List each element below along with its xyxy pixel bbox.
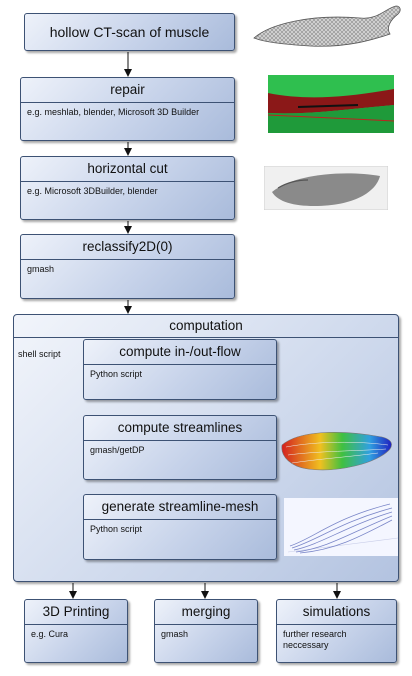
streamlines-heatmap-image xyxy=(281,432,392,471)
streamline-mesh-image xyxy=(284,498,398,556)
node-compute-flow: compute in-/out-flow Python script xyxy=(83,339,277,400)
node-cut-title: horizontal cut xyxy=(21,157,234,182)
node-ct-scan: hollow CT-scan of muscle xyxy=(24,13,235,51)
node-generate-mesh-title: generate streamline-mesh xyxy=(84,495,276,520)
node-3d-printing: 3D Printing e.g. Cura xyxy=(24,599,128,663)
repair-render-image xyxy=(268,75,394,133)
node-repair-tools: e.g. meshlab, blender, Microsoft 3D Buil… xyxy=(27,107,200,117)
node-ct-scan-title: hollow CT-scan of muscle xyxy=(49,24,210,40)
node-3d-printing-tool: e.g. Cura xyxy=(31,629,69,639)
node-compute-streamlines-tool: gmash/getDP xyxy=(90,445,145,455)
node-generate-mesh-tool: Python script xyxy=(90,524,143,534)
node-cut-tools: e.g. Microsoft 3DBuilder, blender xyxy=(27,186,158,196)
node-simulations: simulations further research neccessary xyxy=(276,599,397,663)
node-computation-tool: shell script xyxy=(18,349,61,359)
node-computation-title: computation xyxy=(14,315,398,338)
node-reclassify: reclassify2D(0) gmash xyxy=(20,234,235,299)
node-3d-printing-title: 3D Printing xyxy=(25,600,127,625)
node-merging-title: merging xyxy=(155,600,257,625)
node-merging: merging gmash xyxy=(154,599,258,663)
node-repair: repair e.g. meshlab, blender, Microsoft … xyxy=(20,77,235,141)
node-generate-mesh: generate streamline-mesh Python script xyxy=(83,494,277,560)
node-compute-streamlines: compute streamlines gmash/getDP xyxy=(83,415,277,480)
node-reclassify-title: reclassify2D(0) xyxy=(21,235,234,260)
node-reclassify-tools: gmash xyxy=(27,264,55,274)
node-merging-tool: gmash xyxy=(161,629,189,639)
node-simulations-note: further research neccessary xyxy=(283,629,347,650)
node-horizontal-cut: horizontal cut e.g. Microsoft 3DBuilder,… xyxy=(20,156,235,220)
muscle-mesh-image xyxy=(253,5,401,47)
node-compute-streamlines-title: compute streamlines xyxy=(84,416,276,441)
node-compute-flow-title: compute in-/out-flow xyxy=(84,340,276,365)
cut-render-image xyxy=(264,166,388,210)
node-compute-flow-tool: Python script xyxy=(90,369,143,379)
node-simulations-title: simulations xyxy=(277,600,396,625)
node-repair-title: repair xyxy=(21,78,234,103)
